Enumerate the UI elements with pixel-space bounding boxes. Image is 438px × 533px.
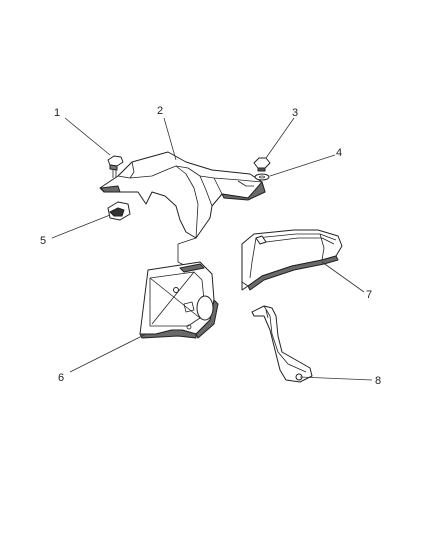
leader-7 <box>321 261 365 293</box>
leader-6 <box>69 333 147 373</box>
leader-3 <box>265 117 295 159</box>
nut-part <box>253 157 271 172</box>
leader-lines <box>51 117 373 381</box>
callout-1: 1 <box>54 107 60 119</box>
callout-labels: 1 2 3 4 5 6 7 8 <box>40 105 381 387</box>
lower-heat-shield-part <box>139 261 219 339</box>
washer-part <box>254 173 270 181</box>
connector-line <box>177 237 197 267</box>
callout-8: 8 <box>375 375 381 387</box>
clip-part <box>107 201 131 221</box>
bracket-part <box>251 305 313 383</box>
callout-6: 6 <box>58 372 64 384</box>
callout-7: 7 <box>366 289 372 301</box>
callout-2: 2 <box>157 105 163 117</box>
leader-8 <box>299 376 373 381</box>
callout-5: 5 <box>40 235 46 247</box>
upper-heat-shield-part <box>99 151 266 239</box>
leader-1 <box>64 117 111 156</box>
side-heat-shield-part <box>241 229 343 291</box>
leader-2 <box>163 117 177 161</box>
leader-5 <box>51 214 111 239</box>
callout-3: 3 <box>292 107 298 119</box>
callout-4: 4 <box>336 147 342 159</box>
leader-4 <box>269 154 336 177</box>
bolt-part <box>107 155 124 178</box>
